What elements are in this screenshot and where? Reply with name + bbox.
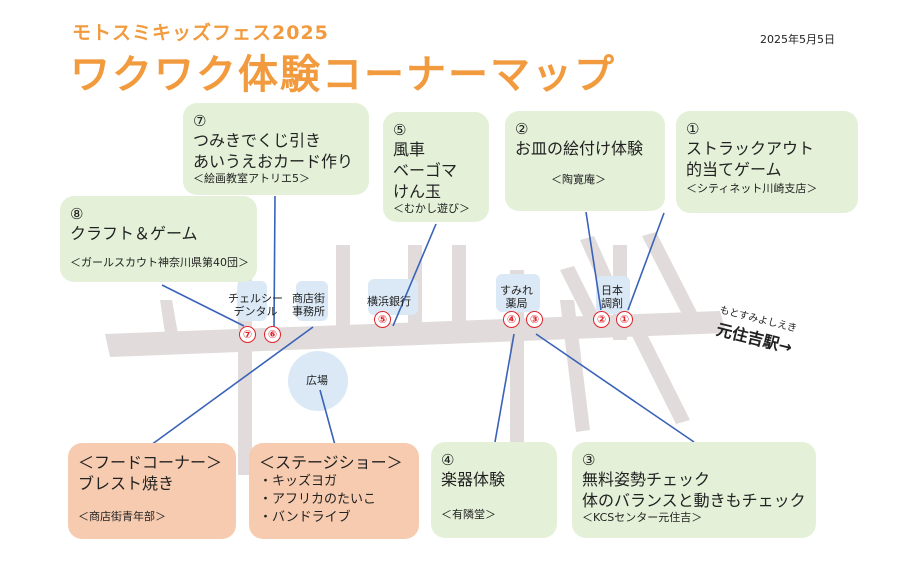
corner-number: ⑤ [393, 121, 407, 139]
food-corner-title: ＜フードコーナー＞ [78, 453, 223, 472]
corner-box-3: ③ 無料姿勢チェック 体のバランスと動きもチェック ＜KCSセンター元住吉＞ [572, 442, 816, 538]
connector-5 [392, 223, 437, 327]
marker-5[interactable]: ⑤ [374, 311, 391, 328]
connector-lines [150, 195, 695, 446]
connector-1 [627, 212, 665, 311]
buildings [237, 274, 630, 411]
event-date: 2025年5月5日 [760, 33, 835, 46]
corner-box-2: ② お皿の絵付け体験 ＜陶寛庵＞ [505, 111, 665, 211]
event-subtitle: モトスミキッズフェス2025 [72, 22, 329, 44]
road-diag3 [632, 332, 690, 424]
place-yokohama-bank: 横浜銀行 [367, 295, 411, 308]
road-v6 [560, 300, 590, 432]
connector-7 [161, 284, 245, 327]
place-plaza: 広場 [306, 374, 328, 387]
place-chelsea-dental-label: チェルシー デンタル [228, 292, 283, 318]
stage-show-title: ＜ステージショー＞ [259, 453, 403, 472]
corner-activity-line: 体のバランスと動きもチェック [582, 491, 806, 510]
connector-2 [585, 211, 602, 311]
road-left [160, 300, 178, 340]
place-nihon-chozai-label: 日本 調剤 [601, 284, 623, 310]
corner-activity-line: お皿の絵付け体験 [515, 139, 644, 158]
page-title: ワクワク体験コーナーマップ [70, 52, 616, 98]
corner-organizer: ＜陶寛庵＞ [551, 173, 606, 186]
place-sumire-pharmacy-label: すみれ 薬局 [500, 284, 533, 310]
marker-4[interactable]: ④ [503, 311, 520, 328]
corner-activity-line: ベーゴマ [393, 161, 458, 180]
marker-7[interactable]: ⑦ [239, 326, 256, 343]
corner-number: ⑦ [193, 112, 207, 130]
corner-organizer: ＜むかし遊び＞ [393, 202, 470, 215]
corner-number: ③ [582, 451, 596, 469]
corner-box-5: ⑤ 風車 ベーゴマ けん玉 ＜むかし遊び＞ [383, 112, 489, 222]
building-nihon [596, 276, 630, 314]
stage-show-box: ＜ステージショー＞ ・キッズヨガ ・アフリカのたいこ ・バンドライブ [249, 443, 419, 539]
connector-3 [535, 333, 695, 443]
place-nihon-chozai: 日本 調剤 [601, 284, 623, 310]
marker-6[interactable]: ⑥ [264, 326, 281, 343]
corner-organizer: ＜有隣堂＞ [441, 508, 496, 521]
place-shotengai-office-label: 商店街 事務所 [292, 292, 325, 318]
food-corner-box: ＜フードコーナー＞ ブレスト焼き ＜商店街青年部＞ [68, 443, 236, 539]
corner-activity-line: 的当てゲーム [686, 160, 782, 179]
connector-plaza [319, 389, 336, 446]
place-chelsea-dental: チェルシー デンタル [228, 292, 283, 318]
corner-organizer: ＜ガールスカウト神奈川県第40団＞ [70, 256, 249, 269]
corner-activity-line: つみきでくじ引き [193, 131, 322, 150]
corner-box-8: ⑧ クラフト＆ゲーム ＜ガールスカウト神奈川県第40団＞ [60, 196, 257, 282]
corner-box-4: ④ 楽器体験 ＜有隣堂＞ [431, 442, 557, 538]
corner-organizer: ＜シティネット川崎支店＞ [686, 182, 818, 195]
plaza-circle [288, 351, 348, 411]
place-sumire-pharmacy: すみれ 薬局 [500, 284, 533, 310]
stage-show-item: ・バンドライブ [259, 510, 351, 525]
corner-number: ⑧ [70, 205, 84, 223]
stage-show-item: ・アフリカのたいこ [259, 492, 377, 507]
corner-organizer: ＜絵画教室アトリエ5＞ [193, 172, 310, 185]
marker-1[interactable]: ① [616, 311, 633, 328]
corner-box-1: ① ストラックアウト 的当てゲーム ＜シティネット川崎支店＞ [676, 111, 858, 213]
corner-activity-line: 無料姿勢チェック [582, 470, 711, 489]
road-v4 [452, 245, 466, 340]
place-shotengai-office: 商店街 事務所 [292, 292, 325, 318]
corner-activity-line: 楽器体験 [441, 470, 506, 489]
road-v2 [336, 245, 350, 340]
corner-activity-line: ストラックアウト [686, 139, 815, 158]
connector-8 [150, 326, 314, 446]
corner-activity-line: けん玉 [393, 182, 442, 201]
road-diag4 [560, 266, 600, 322]
marker-2[interactable]: ② [593, 311, 610, 328]
corner-activity-line: クラフト＆ゲーム [70, 224, 198, 243]
corner-number: ① [686, 120, 700, 138]
corner-activity-line: 風車 [393, 140, 426, 159]
corner-box-7: ⑦ つみきでくじ引き あいうえおカード作り ＜絵画教室アトリエ5＞ [183, 103, 369, 195]
marker-3[interactable]: ③ [526, 311, 543, 328]
road-diag2 [642, 232, 700, 322]
building-sumire [496, 274, 540, 312]
food-corner-item: ブレスト焼き [78, 474, 175, 493]
corner-organizer: ＜KCSセンター元住吉＞ [582, 511, 703, 524]
corner-activity-line: あいうえおカード作り [193, 152, 354, 171]
building-chelsea [237, 281, 267, 321]
food-corner-organizer: ＜商店街青年部＞ [78, 510, 166, 523]
corner-number: ② [515, 120, 529, 138]
corner-number: ④ [441, 451, 455, 469]
connector-4 [494, 333, 515, 443]
building-yokohama-bank [368, 279, 418, 315]
building-office [296, 281, 328, 321]
stage-show-item: ・キッズヨガ [259, 474, 338, 489]
connector-6 [273, 195, 276, 331]
